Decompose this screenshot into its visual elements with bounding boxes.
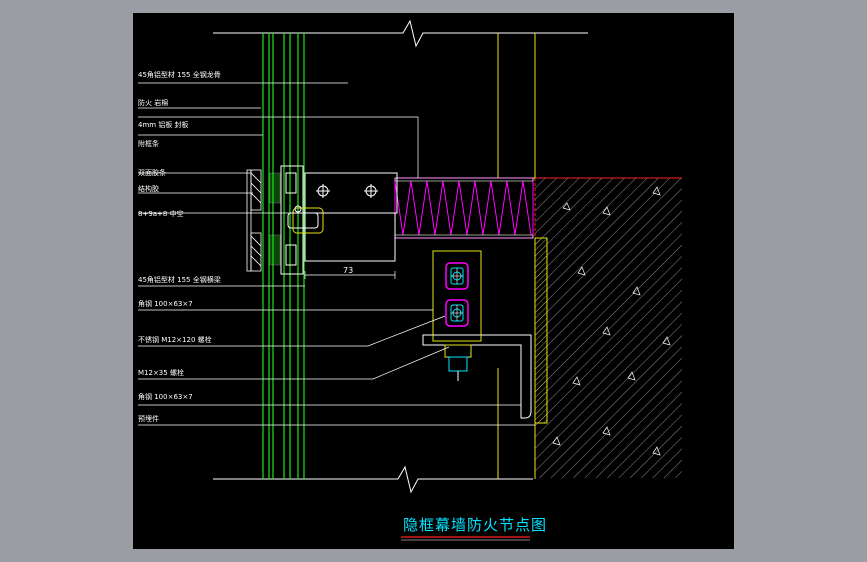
bolt-nut <box>444 344 472 381</box>
label-angle-steel-1: 角钢 100×63×7 <box>138 299 193 308</box>
glass-panel-lines <box>262 33 305 479</box>
aluminum-profile <box>280 165 398 275</box>
label-aluminum-sheet: 4mm 铝板 封板 <box>138 120 189 129</box>
label-subframe: 附框条 <box>138 139 159 148</box>
label-transom: 45角铝型材 155 全钢横梁 <box>138 275 221 284</box>
fire-insulation-rockwool <box>394 177 534 239</box>
bolts-upper <box>445 262 469 290</box>
bottom-break-line <box>213 465 533 494</box>
bolt-plate <box>432 250 482 342</box>
drawing-title: 隐框幕墙防火节点图 <box>403 516 547 534</box>
curtain-wall-fire-node-drawing: 73 45角铝型材 155 全钢龙骨 防火 岩棉 4mm 铝板 封板 附框条 双… <box>138 19 682 541</box>
drawing-canvas: 73 45角铝型材 155 全钢龙骨 防火 岩棉 4mm 铝板 封板 附框条 双… <box>133 13 734 549</box>
double-sided-tape-blocks <box>246 169 281 272</box>
label-structural-sealant: 结构胶 <box>138 184 159 193</box>
dimension-73 <box>304 271 396 279</box>
yellow-structure-lines <box>497 33 536 479</box>
label-stainless-bolt: 不锈钢 M12×120 螺栓 <box>138 335 212 344</box>
embedded-plate <box>534 237 548 424</box>
dimension-label: 73 <box>343 266 353 275</box>
label-embedded-part: 预埋件 <box>138 414 159 423</box>
top-break-line <box>213 19 588 48</box>
label-insulated-glass: 8+9a+8 中空 <box>138 209 184 218</box>
label-mullion: 45角铝型材 155 全钢龙骨 <box>138 70 221 79</box>
label-fire-rockwool: 防火 岩棉 <box>138 98 168 107</box>
angle-steel <box>422 334 532 419</box>
label-m12-bolt: M12×35 螺栓 <box>138 368 184 377</box>
bolts-lower <box>445 299 469 327</box>
concrete-slab <box>534 177 682 478</box>
leader-lines <box>138 82 535 426</box>
label-double-sided-tape: 双面胶条 <box>138 168 166 177</box>
label-angle-steel-2: 角钢 100×63×7 <box>138 392 193 401</box>
